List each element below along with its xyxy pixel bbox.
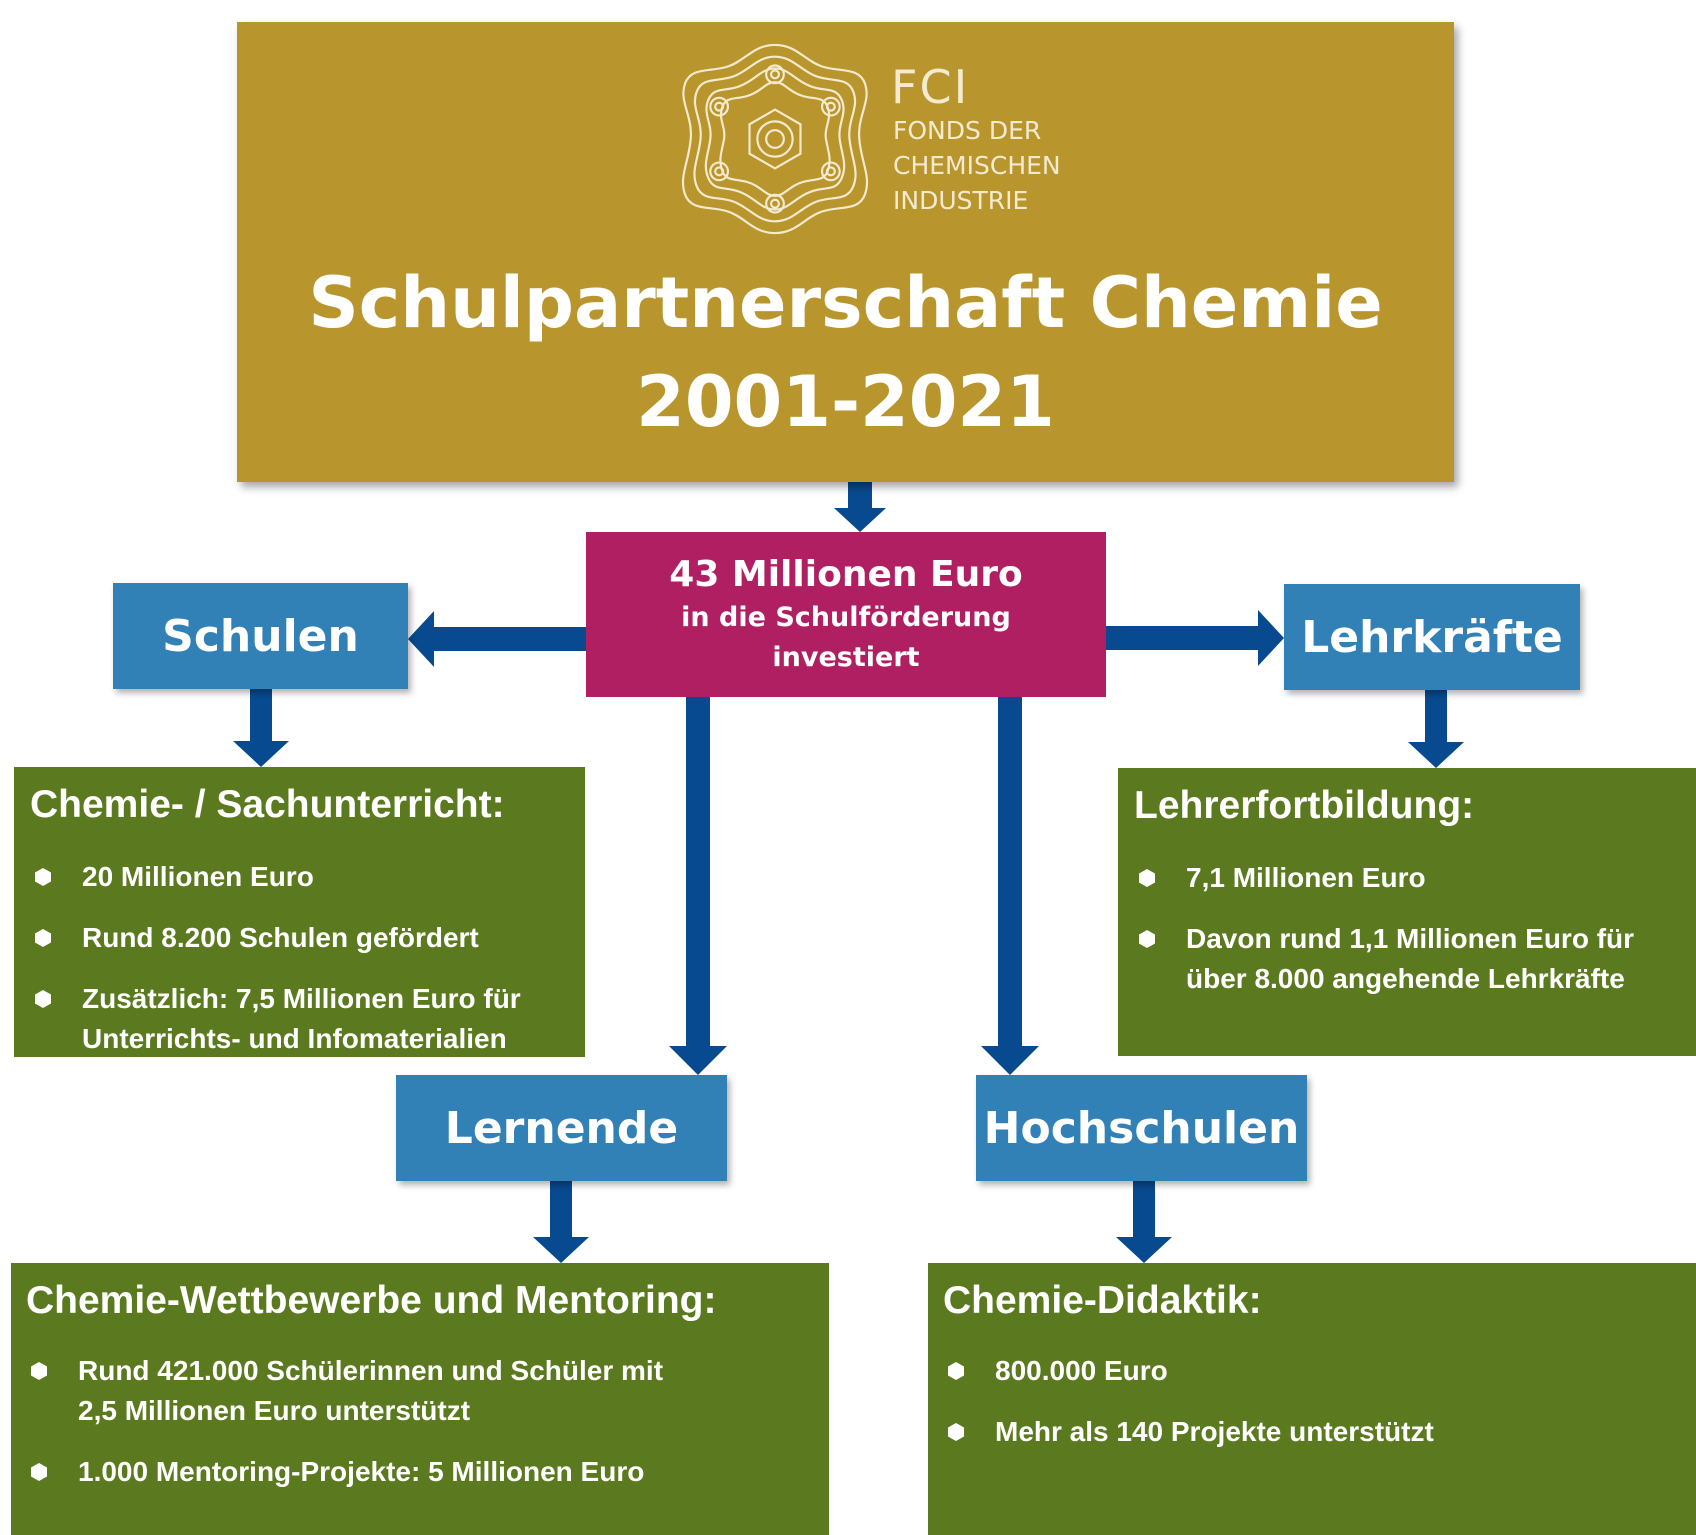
hexagon-bullet-icon [35, 929, 51, 947]
detail-box-lehrkraefte: Lehrerfortbildung: 7,1 Millionen Euro Da… [1118, 768, 1696, 1056]
arrow-center-to-hochschulen [981, 697, 1039, 1075]
total-funding-amount: 43 Millionen Euro [669, 554, 1023, 595]
detail-box-schulen: Chemie- / Sachunterricht: 20 Millionen E… [14, 767, 585, 1057]
arrow-lernende-to-detail [533, 1181, 589, 1263]
total-funding-box: 43 Millionen Euro in die Schulförderung … [586, 532, 1106, 697]
detail-heading: Chemie-Didaktik: [943, 1279, 1262, 1322]
arrow-schulen-to-detail [233, 689, 289, 767]
hexagon-bullet-icon [1139, 930, 1155, 948]
page-title: Schulpartnerschaft Chemie [308, 262, 1383, 344]
hexagon-bullet-icon [1139, 869, 1155, 887]
arrow-center-to-schulen [408, 611, 586, 667]
arrow-center-to-lernende [669, 697, 727, 1075]
logo-text-line3: INDUSTRIE [893, 186, 1029, 215]
total-funding-text-line3: investiert [772, 642, 920, 673]
detail-heading: Chemie-Wettbewerbe und Mentoring: [26, 1279, 717, 1322]
page-title-years: 2001-2021 [636, 361, 1055, 443]
hexagon-bullet-icon [948, 1423, 964, 1441]
arrow-center-to-lehrkraefte [1106, 610, 1284, 666]
hexagon-bullet-icon [35, 868, 51, 886]
header-banner: FCI FONDS DER CHEMISCHEN INDUSTRIE Schul… [237, 22, 1454, 482]
hexagon-bullet-icon [35, 990, 51, 1008]
category-schulen: Schulen [113, 583, 408, 689]
arrow-header-to-center [834, 482, 886, 532]
category-hochschulen: Hochschulen [976, 1075, 1307, 1181]
category-lehrkraefte: Lehrkräfte [1284, 584, 1580, 690]
fci-logo-icon [681, 43, 869, 235]
detail-heading: Chemie- / Sachunterricht: [30, 783, 505, 826]
detail-heading: Lehrerfortbildung: [1134, 784, 1475, 827]
category-lernende: Lernende [396, 1075, 727, 1181]
total-funding-text-line2: in die Schulförderung [681, 602, 1011, 633]
detail-box-hochschulen: Chemie-Didaktik: 800.000 Euro Mehr als 1… [928, 1263, 1696, 1535]
arrow-hochschulen-to-detail [1116, 1181, 1172, 1263]
logo-text-line2: CHEMISCHEN [893, 151, 1061, 180]
arrow-lehrkraefte-to-detail [1408, 690, 1464, 768]
hexagon-bullet-icon [948, 1362, 964, 1380]
detail-box-lernende: Chemie-Wettbewerbe und Mentoring: Rund 4… [11, 1263, 829, 1535]
hexagon-bullet-icon [31, 1362, 47, 1380]
logo-abbreviation: FCI [891, 60, 970, 114]
logo-text-line1: FONDS DER [893, 116, 1042, 145]
hexagon-bullet-icon [31, 1463, 47, 1481]
